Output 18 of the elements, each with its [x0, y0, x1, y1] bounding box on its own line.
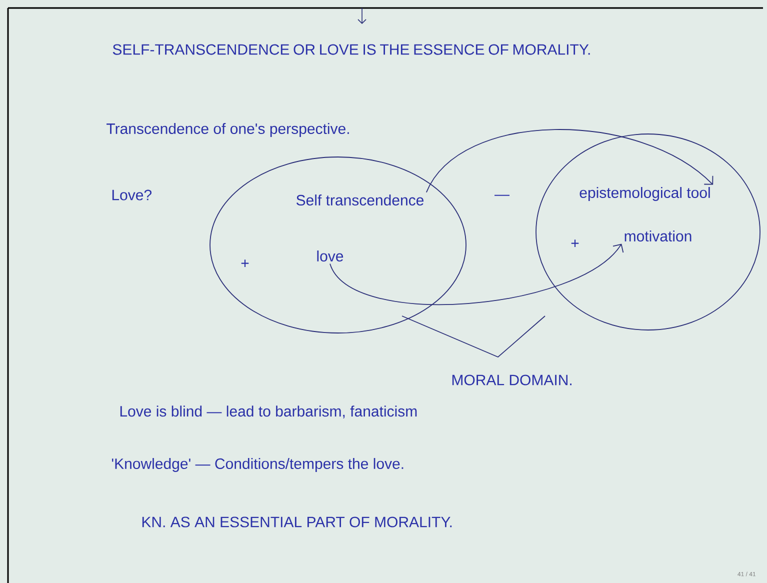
arrow [426, 129, 714, 193]
note-text: KN. AS AN ESSENTIAL PART OF MORALITY. [142, 516, 452, 528]
node-text: love [317, 250, 344, 262]
plus-sign: + [241, 260, 249, 268]
caption-text: MORAL DOMAIN. [452, 374, 572, 386]
node-text: epistemological tool [580, 187, 710, 201]
question-text: Love? [112, 190, 152, 200]
node-text: motivation [624, 230, 692, 242]
note-text: Love is blind — lead to barbarism, fanaticism [120, 406, 417, 418]
plus-sign: + [571, 240, 579, 248]
heading: SELF-TRANSCENDENCE OR LOVE IS THE ESSENCE OF MORALITY. [112, 44, 590, 55]
note-text: 'Knowledge' — Conditions/tempers the love. [112, 458, 404, 472]
arrow [330, 244, 624, 306]
transcendence-note: Transcendence of one's perspective. [106, 123, 349, 137]
node-text: Self transcendence [296, 194, 424, 206]
ellipse [536, 134, 760, 330]
ellipse [210, 156, 466, 334]
dash-sign: — [494, 194, 510, 196]
